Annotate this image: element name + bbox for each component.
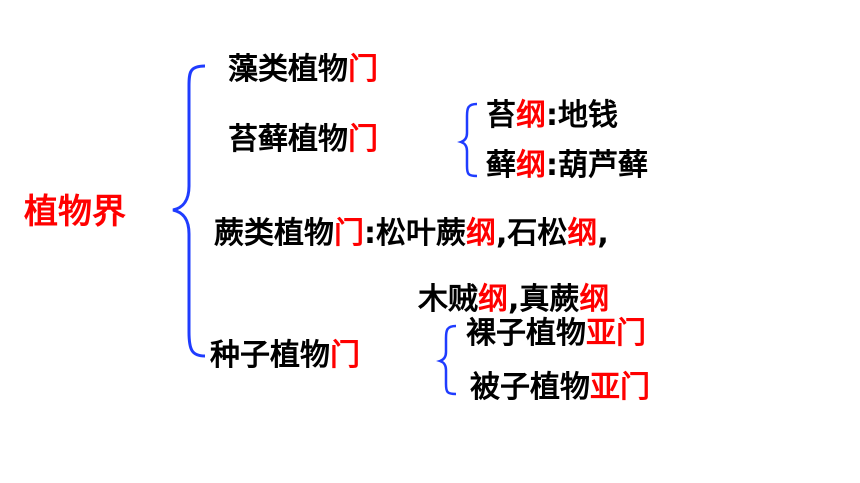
fern-class-3-rank: 纲 xyxy=(478,282,508,317)
fern-name: 蕨类植物 xyxy=(214,216,334,251)
seed-subphylum-1-name: 裸子植物 xyxy=(466,316,586,351)
moss-name: 苔藓植物 xyxy=(228,122,348,157)
moss-rank: 门 xyxy=(348,122,378,157)
moss-class-1: 苔纲:地钱 xyxy=(486,98,618,134)
seed-brace xyxy=(436,324,457,396)
root-label: 植物界 xyxy=(24,192,126,232)
seed-subphylum-2-name: 被子植物 xyxy=(470,370,590,405)
algae-phylum: 藻类植物门 xyxy=(228,52,378,88)
moss-class-1-sep: : xyxy=(546,98,558,133)
fern-class-4-rank: 纲 xyxy=(579,282,610,317)
moss-class-1-example: 地钱 xyxy=(558,98,618,133)
fern-class-2-rank: 纲 xyxy=(567,216,598,251)
fern-sep: : xyxy=(364,216,376,251)
seed-phylum: 种子植物门 xyxy=(210,338,360,374)
moss-class-2-rank: 纲 xyxy=(516,148,546,183)
moss-class-1-name: 苔 xyxy=(486,98,516,133)
main-brace xyxy=(172,64,206,358)
moss-phylum: 苔藓植物门 xyxy=(228,122,378,158)
fern-phylum: 蕨类植物门:松叶蕨纲,石松纲, xyxy=(214,216,609,252)
moss-class-2: 藓纲:葫芦藓 xyxy=(486,148,648,184)
fern-comma-3: , xyxy=(508,282,520,317)
fern-comma-2: , xyxy=(597,216,609,251)
fern-class-4: 真蕨 xyxy=(519,282,580,317)
moss-class-2-name: 藓 xyxy=(486,148,516,183)
fern-comma-1: , xyxy=(496,216,508,251)
moss-class-1-rank: 纲 xyxy=(516,98,546,133)
fern-class-3: 木贼 xyxy=(418,282,478,317)
moss-class-2-example: 葫芦藓 xyxy=(558,148,648,183)
seed-name: 种子植物 xyxy=(210,338,330,373)
algae-rank: 门 xyxy=(348,52,378,87)
moss-brace xyxy=(457,102,478,178)
fern-row-2: 木贼纲,真蕨纲 xyxy=(418,282,609,318)
seed-subphylum-1: 裸子植物亚门 xyxy=(466,316,646,352)
seed-rank: 门 xyxy=(330,338,360,373)
fern-class-1-rank: 纲 xyxy=(466,216,496,251)
seed-subphylum-2-rank: 亚门 xyxy=(590,370,650,405)
fern-class-2: 石松 xyxy=(507,216,568,251)
seed-subphylum-1-rank: 亚门 xyxy=(586,316,646,351)
fern-rank: 门 xyxy=(334,216,364,251)
algae-name: 藻类植物 xyxy=(228,52,348,87)
moss-class-2-sep: : xyxy=(546,148,558,183)
fern-class-1: 松叶蕨 xyxy=(376,216,466,251)
seed-subphylum-2: 被子植物亚门 xyxy=(470,370,650,406)
